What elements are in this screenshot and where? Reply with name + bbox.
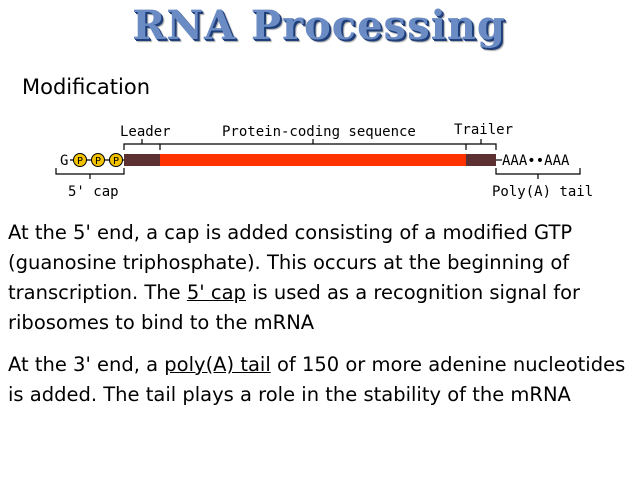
five-prime-cap-term: 5' cap xyxy=(186,281,246,304)
phosphate-3 xyxy=(109,153,123,167)
five-prime-text-start: At the 5' end, a cap is added consisting… xyxy=(8,221,573,304)
five-prime-paragraph: At the 5' end, a cap is added consisting… xyxy=(8,218,633,338)
coding-bracket xyxy=(159,143,467,150)
section-subheading: Modification xyxy=(22,75,150,99)
trailer-bracket xyxy=(466,143,497,150)
three-prime-text-end: of 150 or more adenine nucleotides is ad… xyxy=(8,353,626,406)
leader-segment xyxy=(124,154,160,166)
leader-label: Leader xyxy=(120,124,171,140)
polya-tail-term: poly(A) tail xyxy=(164,353,271,376)
three-prime-text-start: At the 3' end, a xyxy=(8,353,165,376)
cap-g: G xyxy=(60,153,68,169)
coding-segment xyxy=(160,154,466,166)
five-prime-text-end: is used as a recognition signal for ribo… xyxy=(8,281,581,334)
phosphate-label-2: P xyxy=(95,156,101,167)
leader-bracket xyxy=(123,143,160,150)
phosphate-2 xyxy=(91,153,105,167)
coding-label: Protein-coding sequence xyxy=(222,124,416,140)
page-title: RNA Processing xyxy=(132,2,506,49)
mrna-diagram: Leader Protein-coding sequence Trailer G… xyxy=(55,122,593,200)
phosphate-1 xyxy=(73,153,87,167)
trailer-segment xyxy=(466,154,496,166)
trailer-label: Trailer xyxy=(454,122,513,138)
phosphate-label-3: P xyxy=(113,156,119,167)
polya-tail-text: AAA••AAA xyxy=(502,153,570,169)
phosphate-label-1: P xyxy=(77,156,83,167)
three-prime-paragraph: At the 3' end, a poly(A) tail of 150 or … xyxy=(8,350,633,410)
cap-label: 5' cap xyxy=(68,184,119,200)
polya-label: Poly(A) tail xyxy=(492,184,593,200)
